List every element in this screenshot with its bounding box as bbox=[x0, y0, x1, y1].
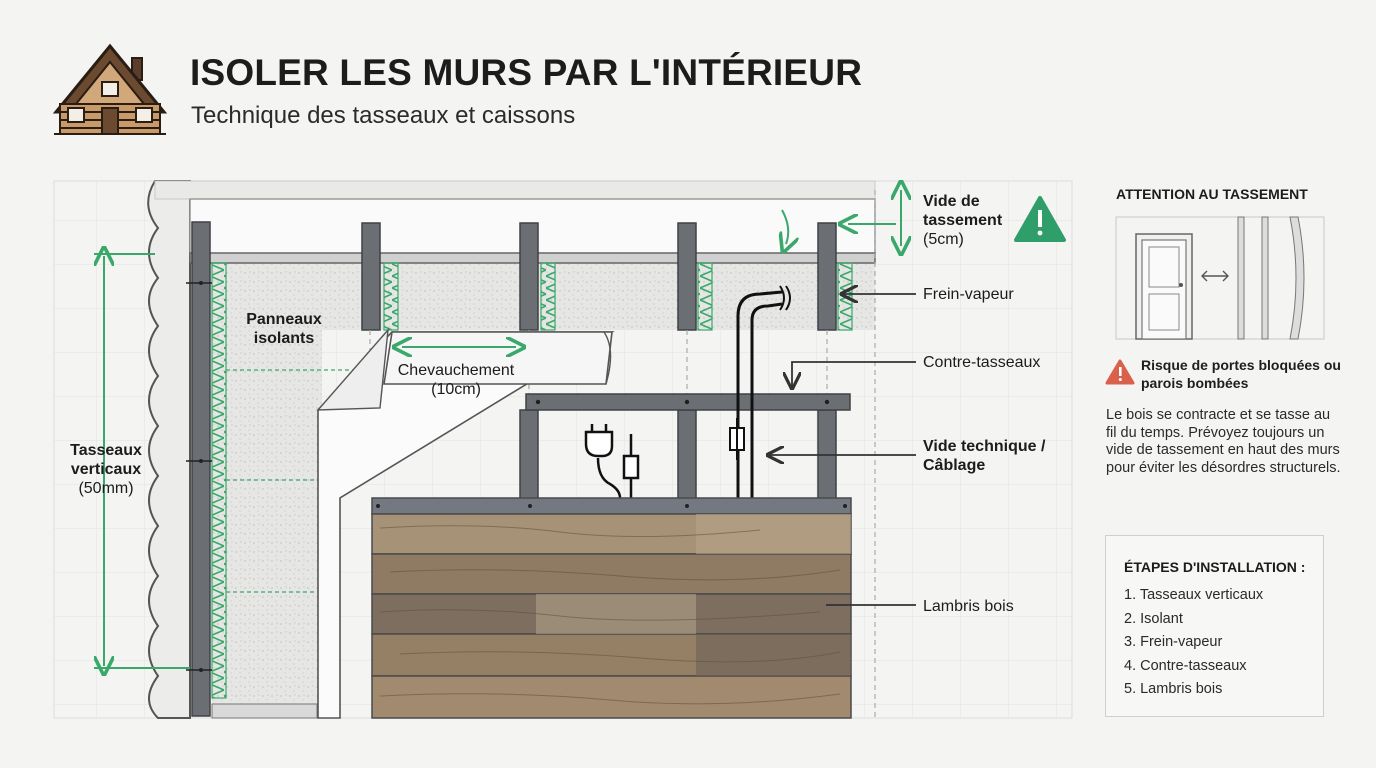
plug-icon bbox=[584, 424, 640, 499]
label-vide-line1: Vide de bbox=[923, 193, 980, 210]
steps-list: 1. Tasseaux verticaux 2. Isolant 3. Frei… bbox=[1124, 584, 1263, 702]
list-item: 2. Isolant bbox=[1124, 610, 1183, 627]
list-item: 3. Frein-vapeur bbox=[1124, 634, 1223, 651]
warning-triangle-icon bbox=[1014, 196, 1066, 242]
label-lambris: Lambris bois bbox=[923, 598, 1014, 615]
house-logo-icon bbox=[52, 43, 168, 135]
log-wall bbox=[147, 180, 191, 719]
label-frein-vapeur: Frein-vapeur bbox=[923, 286, 1014, 303]
label-tasseaux-line3: (50mm) bbox=[78, 480, 134, 497]
label-chevauchement-line2: (10cm) bbox=[431, 381, 481, 398]
door-icon bbox=[1115, 216, 1325, 340]
steps-title: ÉTAPES D'INSTALLATION : bbox=[1124, 559, 1306, 575]
label-tasseaux: Tasseaux verticaux (50mm) bbox=[58, 441, 154, 498]
list-item: 4. Contre-tasseaux bbox=[1124, 657, 1247, 674]
label-vide-tassement: Vide de tassement (5cm) bbox=[923, 192, 1023, 249]
double-arrow-icon bbox=[1201, 270, 1229, 282]
label-vide-line3: (5cm) bbox=[923, 231, 964, 248]
label-panneaux: Panneaux isolants bbox=[232, 310, 336, 348]
label-technique-line2: Câblage bbox=[923, 457, 986, 474]
label-chevauchement: Chevauchement (10cm) bbox=[388, 361, 524, 399]
label-panneaux-line2: isolants bbox=[253, 330, 315, 347]
label-panneaux-line1: Panneaux bbox=[246, 311, 322, 328]
label-tasseaux-line1: Tasseaux bbox=[70, 442, 142, 459]
risk-text: Risque de portes bloquées ou parois bomb… bbox=[1141, 357, 1341, 391]
list-item: 1. Tasseaux verticaux bbox=[1124, 587, 1264, 603]
label-technique-line1: Vide technique / bbox=[923, 438, 1046, 455]
label-tasseaux-line2: verticaux bbox=[70, 461, 142, 478]
settling-explanation: Le bois se contracte et se tasse au fil … bbox=[1106, 407, 1341, 476]
label-chevauchement-line1: Chevauchement bbox=[397, 362, 515, 379]
red-warning-icon bbox=[1105, 359, 1135, 385]
label-vide-technique: Vide technique / Câblage bbox=[923, 437, 1045, 475]
installation-steps-panel: ÉTAPES D'INSTALLATION : 1. Tasseaux vert… bbox=[1105, 535, 1324, 717]
label-vide-line2: tassement bbox=[923, 212, 1003, 229]
label-contre-tasseaux: Contre-tasseaux bbox=[923, 354, 1041, 371]
list-item: 5. Lambris bois bbox=[1124, 681, 1223, 698]
page-subtitle: Technique des tasseaux et caissons bbox=[191, 102, 576, 129]
settling-warning-title: ATTENTION AU TASSEMENT bbox=[1116, 186, 1308, 202]
page-title: ISOLER LES MURS PAR L'INTÉRIEUR bbox=[190, 52, 863, 93]
